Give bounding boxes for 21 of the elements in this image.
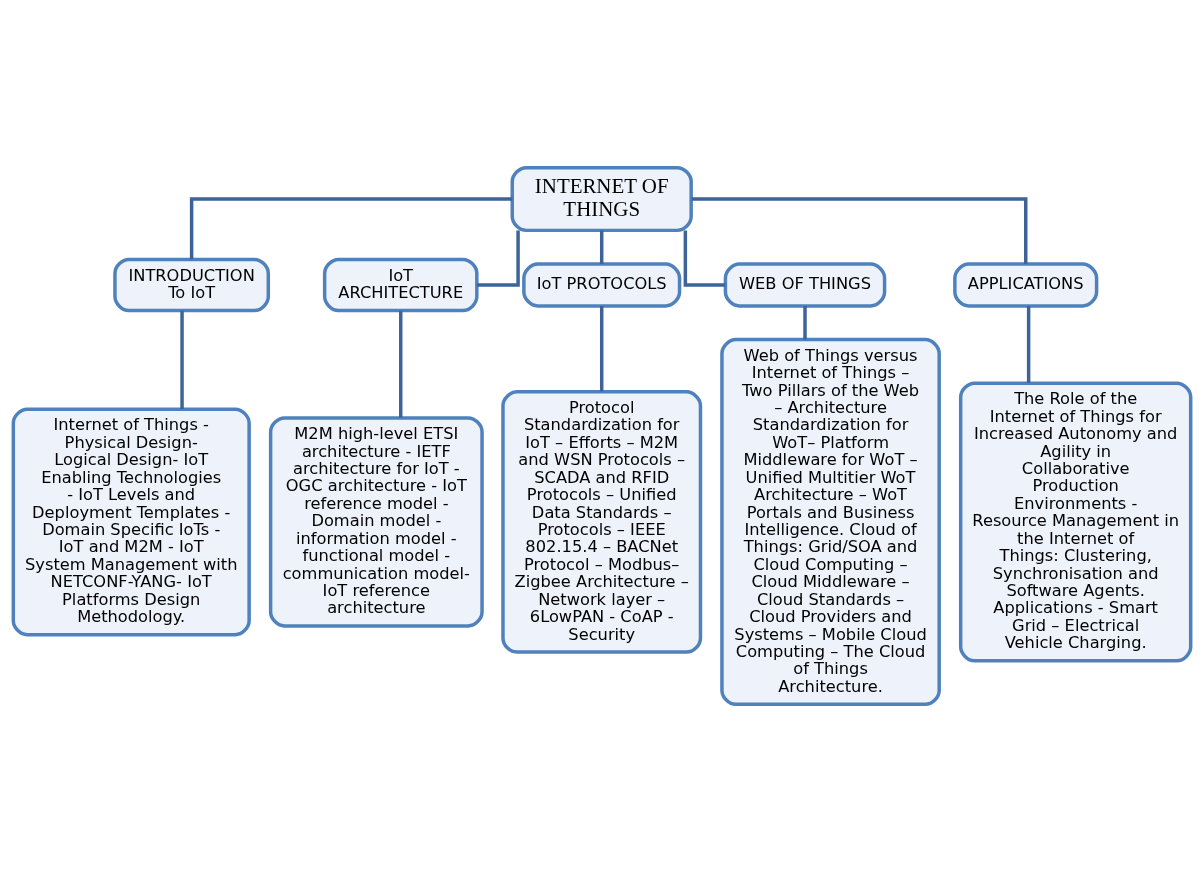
node-box: IoT ARCHITECTURE bbox=[322, 257, 479, 312]
connector bbox=[399, 310, 403, 418]
connector bbox=[691, 196, 1028, 264]
connector bbox=[180, 310, 184, 409]
node-box: APPLICATIONS bbox=[953, 261, 1099, 308]
connector bbox=[803, 305, 807, 340]
connector bbox=[599, 230, 604, 264]
connector bbox=[599, 305, 604, 391]
node-box: M2M high-level ETSI architecture - IETF architecture for IoT - OGC architecture - IoT reference model - Domain model - information model - functional model - communication model- IoT reference architecture bbox=[268, 415, 484, 628]
node-box: INTERNET OF THINGS bbox=[510, 165, 693, 232]
node-box: IoT PROTOCOLS bbox=[522, 261, 682, 308]
node-box: The Role of the Internet of Things for Increased Autonomy and Agility in Collaborative Production Environments - Resource Management in the Internet of Things: Clustering, Synchronisation and Software Agents. Applications - Smart Grid – Electrical Vehicle Charging. bbox=[958, 380, 1193, 663]
node-box: WEB OF THINGS bbox=[723, 261, 887, 308]
node-box: Protocol Standardization for IoT – Efforts – M2M and WSN Protocols – SCADA and RFID Protocols – Unified Data Standards – Protocols – IEEE 802.15.4 – BACNet Protocol – Modbus– Zigbee Architecture – Network layer – 6LowPAN - CoAP - Security bbox=[501, 389, 703, 654]
node-box: INTRODUCTION To IoT bbox=[113, 257, 271, 312]
node-box: Web of Things versus Internet of Things – Two Pillars of the Web – Architecture Standardization for WoT– Platform Middleware for WoT – Unified Multitier WoT Architecture – WoT Portals and Business Intelligence. Cloud of Things: Grid/SOA and Cloud Computing – Cloud Middleware – Cloud Standards – Cloud Providers and Systems – Mobile Cloud Computing – The Cloud of Things Architecture. bbox=[720, 337, 941, 706]
connector bbox=[189, 196, 513, 259]
connector bbox=[1026, 305, 1031, 383]
connector bbox=[683, 230, 726, 287]
node-box: Internet of Things - Physical Design- Logical Design- IoT Enabling Technologies - IoT Levels and Deployment Templates - Domain Specific IoTs - IoT and M2M - IoT System Management with NETCONF-YANG- IoT Platforms Design Methodology. bbox=[11, 407, 251, 636]
connector bbox=[477, 230, 520, 287]
